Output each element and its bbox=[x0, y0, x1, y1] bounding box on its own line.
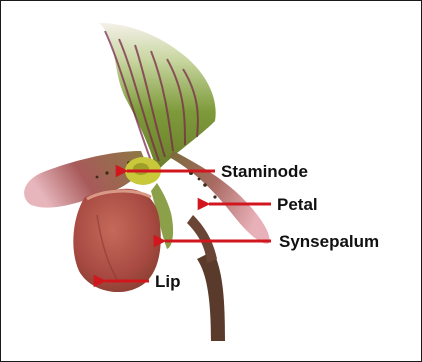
dorsal-sepal bbox=[99, 23, 216, 171]
petal-label: Petal bbox=[277, 195, 318, 214]
flower-stem bbox=[197, 251, 225, 341]
ovary-stalk bbox=[187, 215, 217, 263]
lip-pouch bbox=[73, 189, 160, 292]
synsepalum-label: Synsepalum bbox=[279, 232, 379, 251]
staminode-label: Staminode bbox=[221, 162, 308, 181]
orchid-illustration bbox=[24, 23, 269, 341]
staminode-center bbox=[133, 163, 149, 175]
lip-label: Lip bbox=[155, 272, 181, 291]
